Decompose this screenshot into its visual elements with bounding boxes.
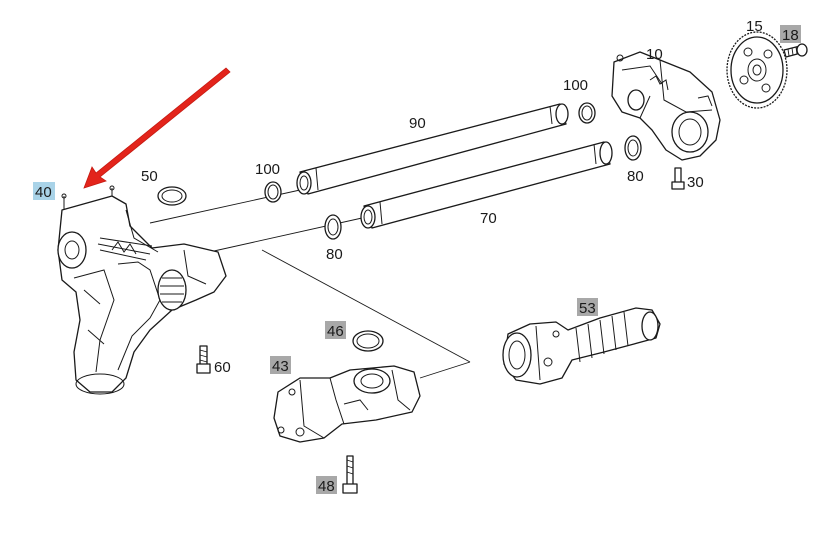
callout-100-left[interactable]: 100 [255,161,280,178]
callout-48[interactable]: 48 [316,476,337,495]
part-80-seal-left[interactable] [324,214,342,240]
part-53-shaft[interactable] [502,307,661,385]
part-30-bolt[interactable] [671,167,685,190]
callout-43-label: 43 [272,358,289,375]
part-70-tube[interactable] [360,141,613,229]
callout-30[interactable]: 30 [687,174,704,191]
part-60-bolt[interactable] [196,345,211,374]
callout-53-label: 53 [579,300,596,317]
callout-40-label: 40 [35,184,52,201]
callout-10[interactable]: 10 [646,46,663,63]
callout-40[interactable]: 40 [33,182,55,201]
part-15-sprocket[interactable] [726,31,788,109]
part-18-screw[interactable] [783,43,808,58]
part-100-seal-left[interactable] [264,181,282,203]
part-100-seal-right[interactable] [578,102,596,124]
callout-15[interactable]: 15 [746,18,763,35]
callout-46-label: 46 [327,323,344,340]
callout-53[interactable]: 53 [577,298,598,317]
callout-50[interactable]: 50 [141,168,158,185]
part-46-o-ring[interactable] [352,330,384,352]
callout-60[interactable]: 60 [214,359,231,376]
callout-48-label: 48 [318,478,335,495]
part-50-o-ring[interactable] [157,186,187,206]
part-80-seal-right[interactable] [624,135,642,161]
callout-70[interactable]: 70 [480,210,497,227]
part-90-tube[interactable] [296,103,569,195]
callout-90[interactable]: 90 [409,115,426,132]
callout-100-right[interactable]: 100 [563,77,588,94]
callout-18[interactable]: 18 [780,25,801,44]
part-43-cover[interactable] [273,365,421,443]
part-48-bolt[interactable] [342,455,358,494]
callout-80-left[interactable]: 80 [326,246,343,263]
callout-46[interactable]: 46 [325,321,346,340]
part-40-housing[interactable] [57,185,227,395]
callout-80-right[interactable]: 80 [627,168,644,185]
callout-18-label: 18 [782,27,799,44]
part-10-oil-pump[interactable] [611,51,721,161]
callout-43[interactable]: 43 [270,356,291,375]
highlight-arrow [83,67,231,189]
